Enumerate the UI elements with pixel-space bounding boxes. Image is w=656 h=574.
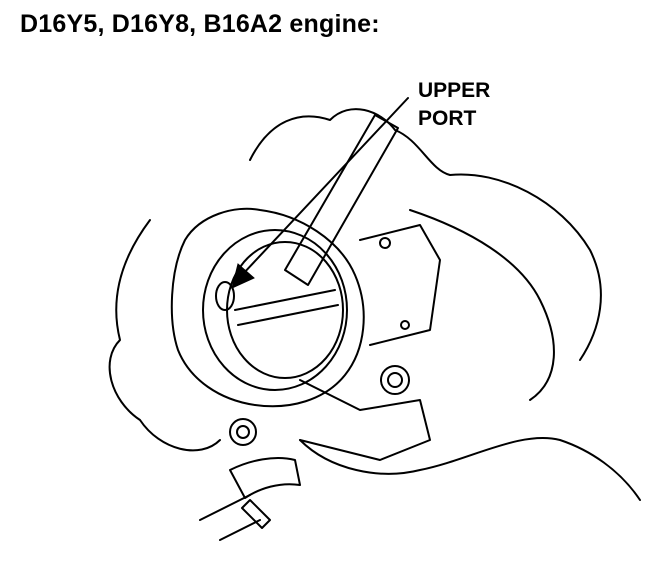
left-outline (108, 219, 221, 452)
bolt-head (387, 372, 403, 388)
coolant-hose (229, 457, 301, 499)
hose-clamp (241, 499, 271, 529)
callout-arrow-line (241, 97, 409, 276)
callout-upper-port-line2: PORT (418, 107, 477, 130)
hose-line (199, 494, 261, 541)
throttle-bore (202, 229, 348, 391)
throttle-bore-inner (226, 241, 344, 379)
callout-upper-port-line1: UPPER (418, 79, 491, 102)
bolt (380, 365, 410, 395)
callout-arrowhead (231, 263, 255, 289)
throttle-plate (234, 289, 339, 326)
bracket-hole (379, 237, 391, 249)
bracket-outline (359, 224, 441, 346)
throttle-body-base (299, 379, 431, 461)
bolt-head (236, 425, 250, 439)
engine-outline (249, 108, 602, 361)
upper-port (215, 281, 235, 311)
intake-hose-outline (409, 209, 555, 401)
vacuum-probe (284, 114, 399, 286)
throttle-flange (170, 207, 365, 408)
bracket-bolt-hole (400, 320, 410, 330)
lower-outline (299, 437, 641, 501)
figure-title: D16Y5, D16Y8, B16A2 engine: (20, 10, 380, 38)
bolt (229, 418, 257, 446)
